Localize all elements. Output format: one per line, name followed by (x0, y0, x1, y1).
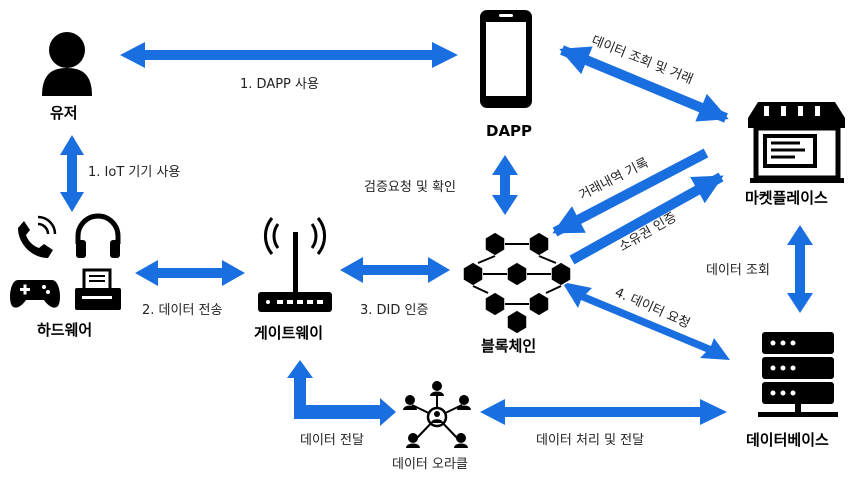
arrow-trade-record (552, 148, 709, 237)
dapp-label: DAPP (486, 122, 533, 140)
oracle-network-icon (403, 381, 471, 448)
oracle-label: 데이터 오라클 (392, 457, 468, 472)
arrow-gateway-blockchain (340, 257, 450, 283)
arrow-user-hardware (60, 135, 84, 212)
edge-label-data-deliver: 데이터 전달 (300, 433, 364, 448)
phone-call-icon (18, 215, 57, 258)
marketplace-label: 마켓플레이스 (745, 189, 828, 207)
arrow-blockchain-database (562, 282, 730, 360)
gamepad-icon (10, 280, 60, 308)
smartphone-icon (480, 10, 532, 108)
edge-label-iot-use: 1. IoT 기기 사용 (88, 165, 181, 180)
edge-label-data-transfer: 2. 데이터 전송 (142, 303, 223, 318)
blockchain-label: 블록체인 (481, 337, 537, 355)
edge-label-data-query: 데이터 조회 (706, 263, 770, 278)
arrow-ownership (569, 172, 724, 265)
edge-label-did-auth: 3. DID 인증 (360, 303, 429, 318)
arrow-marketplace-database (787, 225, 813, 313)
user-label: 유저 (50, 104, 78, 122)
store-icon (748, 102, 845, 183)
arrow-oracle-database (480, 399, 727, 425)
headphones-icon (75, 213, 121, 258)
printer-fax-icon (75, 268, 121, 310)
arrow-user-dapp (120, 42, 458, 68)
server-icon (758, 332, 838, 417)
hardware-label: 하드웨어 (37, 321, 93, 339)
router-icon (258, 217, 332, 312)
gateway-label: 게이트웨이 (254, 324, 324, 342)
edge-label-dapp-use: 1. DAPP 사용 (240, 77, 319, 92)
edge-label-verify: 검증요청 및 확인 (364, 180, 456, 195)
arrow-gateway-oracle (287, 360, 396, 426)
user-icon (25, 17, 107, 99)
edge-label-process-deliver: 데이터 처리 및 전달 (536, 433, 645, 448)
blockchain-icon (462, 231, 572, 335)
arrow-dapp-marketplace (559, 45, 729, 123)
arrow-dapp-blockchain (492, 155, 518, 215)
database-label: 데이터베이스 (746, 431, 829, 449)
arrow-hardware-gateway (135, 260, 245, 286)
